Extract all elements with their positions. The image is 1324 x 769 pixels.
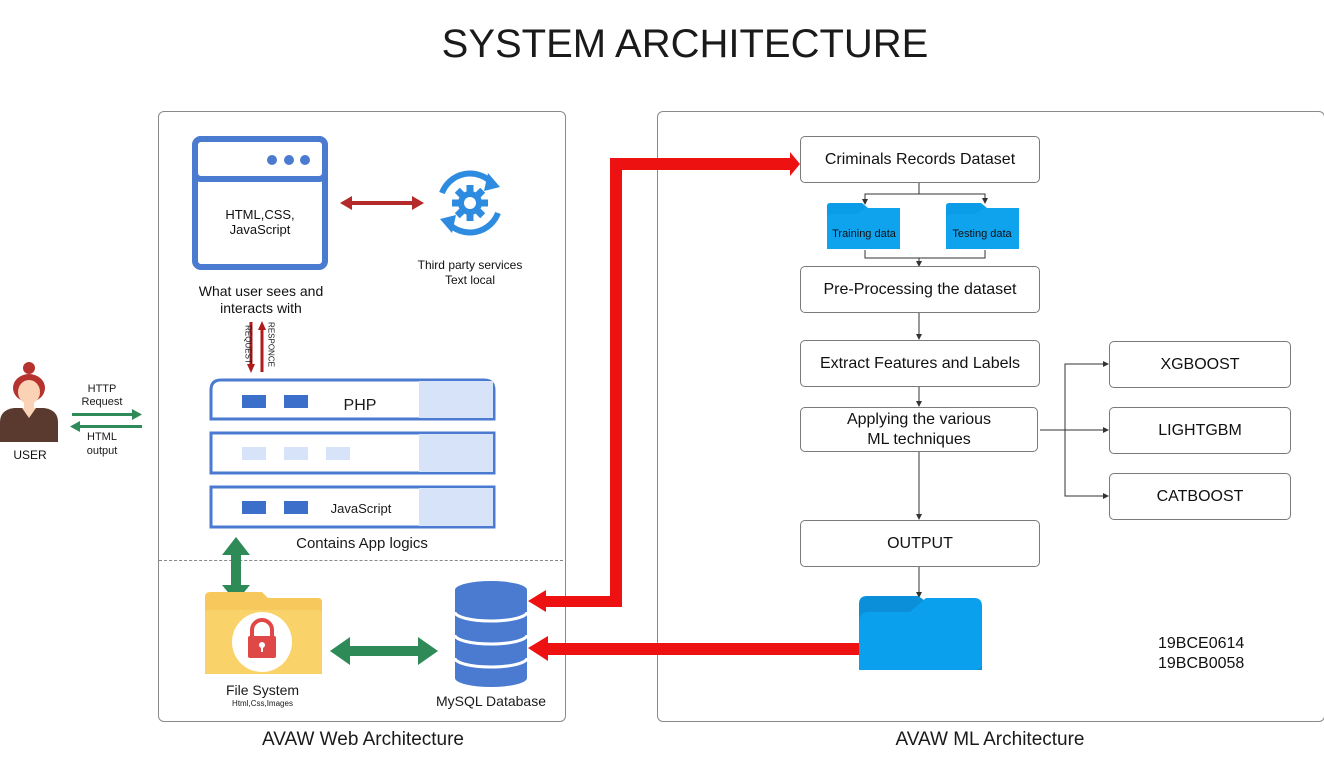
model-box-catboost: CATBOOST [1109,473,1291,520]
server-row-javascript-label: JavaScript [330,501,392,516]
browser-thirdparty-arrow [340,196,424,210]
file-system-label: File System [225,682,300,698]
sync-gear-icon [439,170,501,236]
web-divider [159,560,563,561]
student-id-2: 19BCB0058 [1158,655,1245,672]
third-party-label: Third party services Text local [417,258,523,287]
server-caption: Contains App logics [296,535,428,552]
file-system-sublabel: Html,Css,Images [232,699,293,708]
user-label: USER [13,448,47,462]
model-box-xgboost: XGBOOST [1109,341,1291,388]
db-to-dataset-arrow [528,152,800,612]
preprocess-box: Pre-Processing the dataset [800,266,1040,313]
html-output-label: HTML output [86,431,118,457]
file-system-folder-icon [205,592,322,674]
output-to-db-arrow [528,636,860,661]
testing-folder-icon [946,203,1019,249]
output-box: OUTPUT [800,520,1040,567]
extract-features-box: Extract Features and Labels [800,340,1040,387]
training-folder-icon [827,203,900,249]
user-avatar-icon [0,362,58,442]
server-row-php-label: PHP [343,397,377,414]
training-data-label: Training data [832,228,896,240]
request-response-arrows [247,321,266,373]
browser-label: HTML,CSS, JavaScript [225,207,295,237]
student-id-1: 19BCE0614 [1158,635,1245,652]
database-label: MySQL Database [436,693,546,709]
browser-window-icon [192,136,328,270]
database-icon [453,581,529,687]
server-stack [209,378,496,529]
request-label: REQUEST [243,325,253,364]
apply-ml-box: Applying the various ML techniques [800,407,1038,452]
model-box-lightgbm: LIGHTGBM [1109,407,1291,454]
dataset-box: Criminals Records Dataset [800,136,1040,183]
output-folder-icon [859,596,982,670]
browser-caption: What user sees and interacts with [198,283,324,316]
ml-caption: AVAW ML Architecture [895,729,1085,750]
page-title: SYSTEM ARCHITECTURE [441,22,929,66]
http-request-label: HTTP Request [81,383,123,408]
filesystem-database-arrow [330,637,438,665]
web-caption: AVAW Web Architecture [261,729,465,750]
response-label: RESPONCE [266,322,276,367]
testing-data-label: Testing data [952,228,1012,240]
user-server-arrows [70,409,142,432]
ml-flow-connectors [862,182,1109,598]
